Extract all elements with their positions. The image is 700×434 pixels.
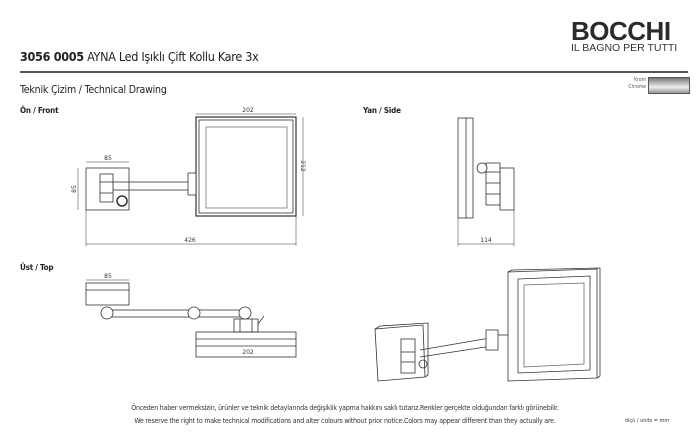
dim-front-width: 202 <box>242 107 254 114</box>
disclaimer-tr: Önceden haber vermeksizin, ürünler ve te… <box>131 404 559 412</box>
front-view <box>77 113 304 246</box>
finish-label-tr: Krom <box>634 77 646 83</box>
product-code: 3056 0005 <box>20 49 84 64</box>
dim-top-plate: 85 <box>104 273 112 280</box>
view-label-top: Üst / Top <box>20 263 54 272</box>
dim-plate-height: 85 <box>71 185 78 193</box>
chrome-swatch <box>648 77 690 94</box>
dim-top-mirror: 202 <box>242 349 254 356</box>
units-note: ölçü / units = mm <box>625 418 670 424</box>
side-view <box>457 117 515 246</box>
header-divider <box>20 71 688 73</box>
perspective-view <box>374 267 601 382</box>
top-view <box>85 279 297 358</box>
section-title: Teknik Çizim / Technical Drawing <box>20 84 167 96</box>
product-name: AYNA Led Işıklı Çift Kollu Kare 3x <box>87 49 259 64</box>
dim-front-height: 212 <box>299 160 306 172</box>
dim-plate-width: 85 <box>104 155 112 162</box>
view-label-front: Ön / Front <box>20 106 59 115</box>
disclaimer-en: We reserve the right to make technical m… <box>134 417 556 425</box>
dim-side-depth: 114 <box>480 237 492 244</box>
finish-label-en: Chrome <box>628 84 646 90</box>
product-title: 3056 0005 AYNA Led Işıklı Çift Kollu Kar… <box>20 49 259 64</box>
view-label-side: Yan / Side <box>363 106 401 115</box>
brand-logo: BOCCHI <box>571 16 671 46</box>
brand-tagline: IL BAGNO PER TUTTI <box>571 42 678 54</box>
dim-total-length: 426 <box>184 237 196 244</box>
